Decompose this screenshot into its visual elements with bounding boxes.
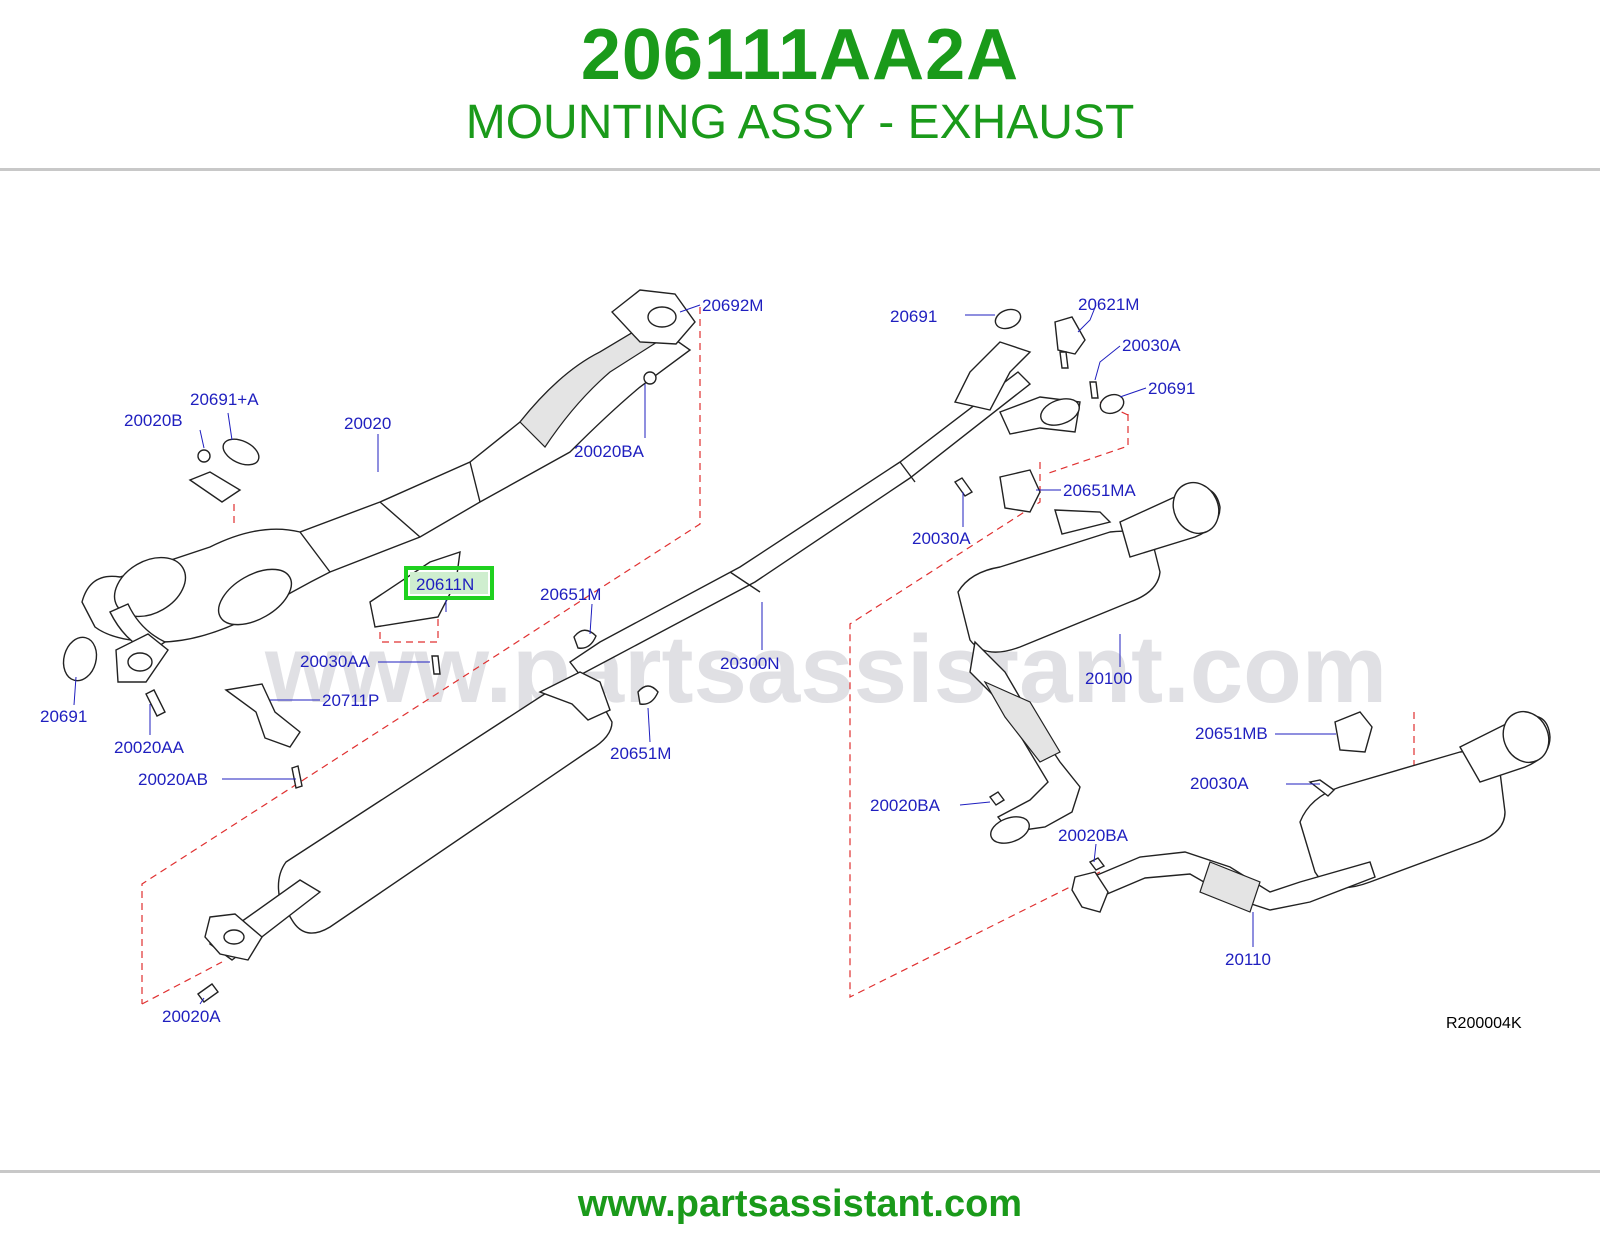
callout-20100: 20100 — [1085, 669, 1132, 688]
callout-20300N: 20300N — [720, 654, 780, 673]
callout-20020BA-top: 20020BA — [574, 442, 645, 461]
part-number-title: 206111AA2A — [580, 15, 1020, 95]
callout-20110: 20110 — [1225, 950, 1271, 969]
part-name-subtitle: MOUNTING ASSY - EXHAUST — [465, 96, 1135, 149]
watermark-text: www.partsassistant.com — [264, 616, 1387, 723]
callout-20020BA-left: 20020BA — [870, 796, 941, 815]
callout-20030AA: 20030AA — [300, 652, 371, 671]
callout-20691+A: 20691+A — [190, 390, 259, 409]
callout-20030A-middle: 20030A — [912, 529, 971, 548]
callout-20611N: 20611N — [416, 575, 474, 594]
callout-20651MA: 20651MA — [1063, 481, 1136, 500]
callout-labels: 20692M 20691 20621M 20030A 20691 20691+A… — [40, 295, 1271, 1026]
diagram-reference-code: R200004K — [1446, 1015, 1522, 1032]
callout-20621M: 20621M — [1078, 295, 1139, 314]
center-pipe-assembly — [197, 341, 1081, 1003]
header-divider — [0, 168, 1600, 171]
highlight-fill — [410, 572, 488, 594]
callout-20020A: 20020A — [162, 1007, 221, 1026]
callout-20711P: 20711P — [322, 691, 379, 710]
callout-20651M-top: 20651M — [540, 585, 601, 604]
callout-20030A-top: 20030A — [1122, 336, 1181, 355]
callout-20020: 20020 — [344, 414, 391, 433]
callout-20020AB: 20020AB — [138, 770, 208, 789]
callout-20020BA-right: 20020BA — [1058, 826, 1129, 845]
footer-website-link[interactable]: www.partsassistant.com — [577, 1183, 1023, 1225]
callout-20691-top: 20691 — [890, 307, 937, 326]
callout-20020B: 20020B — [124, 411, 183, 430]
main-muffler-assembly — [957, 481, 1221, 844]
callout-20691-right: 20691 — [1148, 379, 1195, 398]
highlight-box — [404, 566, 494, 600]
hanger-brackets — [953, 308, 1125, 513]
callout-20030A-bottom: 20030A — [1190, 774, 1249, 793]
callout-leader-lines — [73, 304, 1336, 1005]
callout-20651MB: 20651MB — [1195, 724, 1268, 743]
page-header: 206111AA2A MOUNTING ASSY - EXHAUST — [0, 0, 1600, 170]
callout-20020AA: 20020AA — [114, 738, 185, 757]
footer-divider — [0, 1170, 1600, 1173]
exhaust-parts-diagram: www.partsassistant.com — [40, 289, 1551, 1032]
callout-20691-left: 20691 — [40, 707, 87, 726]
highlighted-callout-20611N[interactable]: 20611N — [404, 566, 494, 600]
callout-20692M: 20692M — [702, 296, 763, 315]
callout-20651M-bottom: 20651M — [610, 744, 671, 763]
sub-muffler-assembly — [1071, 710, 1551, 913]
